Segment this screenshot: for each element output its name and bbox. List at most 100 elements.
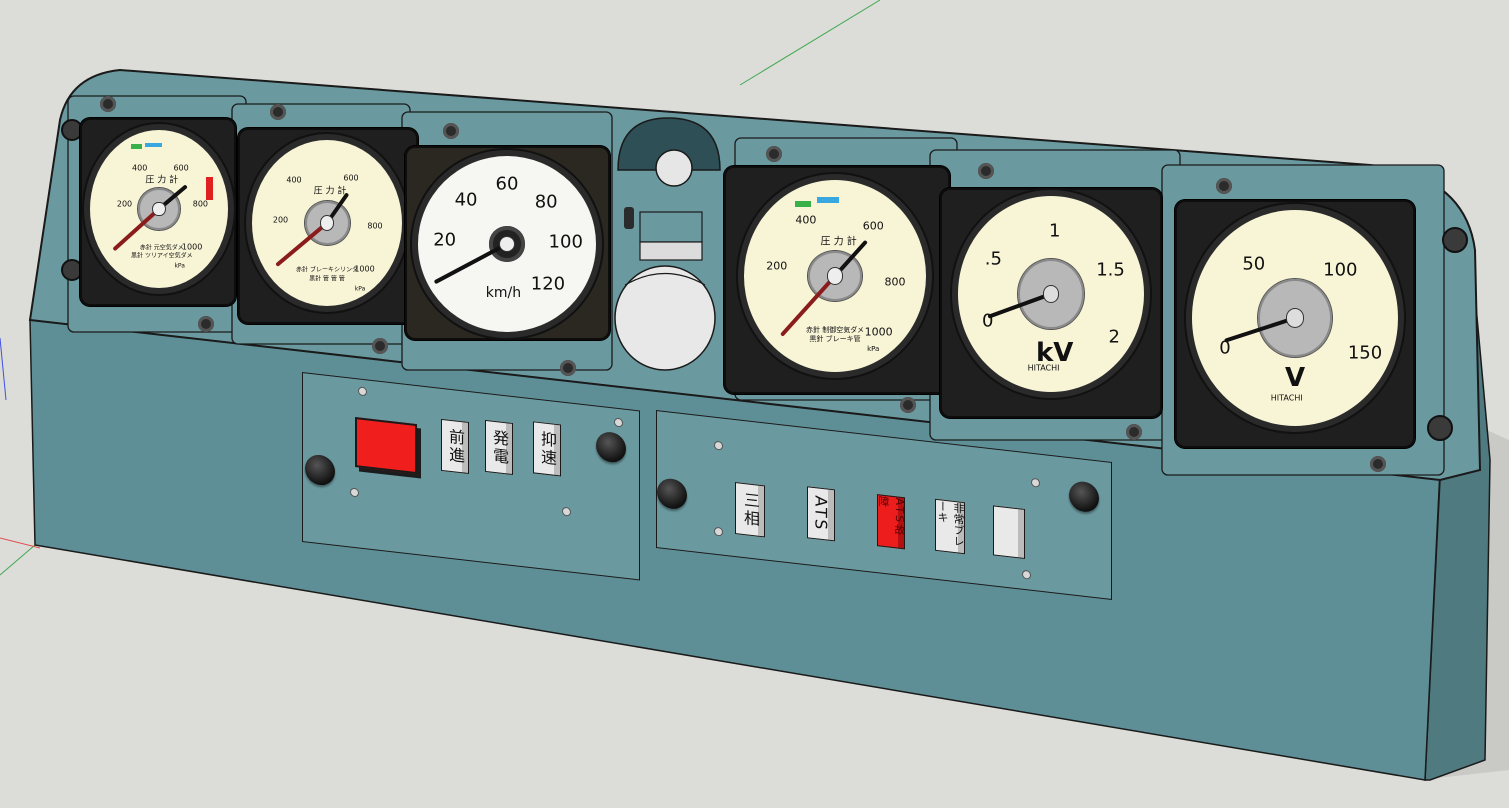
- rivet: [351, 488, 358, 497]
- center-screw: [827, 268, 843, 284]
- scale-label: 200: [116, 199, 133, 209]
- volt-meter: 0 50 100 150 V HITACHI: [1192, 210, 1398, 426]
- panel-screw: [372, 338, 388, 354]
- speed-unit: km/h: [485, 285, 522, 302]
- rivet: [715, 441, 722, 450]
- center-screw: [1286, 309, 1304, 327]
- edge-bolt-left-bottom: [61, 259, 83, 281]
- green-band: [794, 201, 812, 207]
- switch-forward[interactable]: 前進: [441, 418, 469, 475]
- scale-label: 600: [343, 173, 359, 183]
- scale-label: 400: [286, 175, 302, 185]
- scale-label: 80: [534, 191, 558, 213]
- alarm-lamp: [355, 417, 417, 475]
- kv-unit: kV: [1036, 337, 1074, 368]
- hinge-bracket: [639, 211, 703, 243]
- scale-label: 800: [192, 199, 209, 209]
- panel-screw: [1216, 178, 1232, 194]
- gauge-unit: kPa: [174, 262, 185, 270]
- gauge-title: 圧 力 計: [313, 186, 347, 197]
- scale-label: 0: [982, 310, 994, 332]
- switch-hold-speed[interactable]: 抑速: [533, 421, 561, 477]
- center-screw: [153, 202, 165, 216]
- pressure-gauge-1: 200 400 600 800 1000 圧 力 計 赤針 元空気ダメ 黒針 ツ…: [90, 130, 228, 288]
- axis-guide-red: [0, 537, 41, 549]
- switch-emergency-brake[interactable]: 非常ブレーキ: [935, 498, 965, 555]
- gauge-legend-2: 黒針 ツリアイ空気ダメ: [131, 252, 193, 260]
- axis-guide-blue: [0, 337, 7, 401]
- panel-screw: [443, 123, 459, 139]
- pressure-gauge-2: 200 400 600 800 1000 圧 力 計 赤針 ブレーキシリンダ 黒…: [252, 140, 402, 306]
- blue-band: [816, 197, 839, 204]
- scale-label: 1000: [864, 325, 893, 339]
- rivet: [615, 418, 622, 427]
- scale-label: 2: [1108, 326, 1120, 348]
- gauge-legend-1: 赤針 制御空気ダメ: [805, 325, 865, 334]
- rivet: [1032, 478, 1039, 487]
- scale-label: 20: [433, 229, 457, 251]
- scale-label: 100: [548, 231, 583, 253]
- scale-label: 1: [1048, 220, 1061, 242]
- gauge-title: 圧 力 計: [145, 175, 179, 186]
- control-knob-right[interactable]: [1069, 480, 1099, 514]
- axis-guide-green-2: [0, 544, 36, 576]
- cup-holder: [614, 265, 716, 371]
- switch-generate[interactable]: 発電: [485, 419, 513, 476]
- switch-three-phase[interactable]: 三相: [735, 482, 765, 538]
- red-band: [205, 177, 213, 200]
- gauge-legend-1: 赤針 元空気ダメ: [139, 244, 184, 252]
- volt-unit: V: [1284, 363, 1306, 394]
- panel-screw: [766, 146, 782, 162]
- panel-screw: [560, 360, 576, 376]
- scale-label: 1000: [354, 264, 375, 274]
- kilovolt-meter: 0 .5 1 1.5 2 kV HITACHI: [958, 196, 1144, 392]
- center-screw: [499, 236, 515, 252]
- gauge-legend-2: 黒針 管 管 管: [309, 275, 345, 283]
- pressure-gauge-3: 200 400 600 800 1000 圧 力 計 赤針 制御空気ダメ 黒針 …: [744, 180, 926, 372]
- scale-label: 400: [132, 163, 148, 173]
- axis-guide-green: [739, 0, 881, 86]
- scale-label: 40: [454, 189, 478, 211]
- scale-label: .5: [984, 248, 1002, 270]
- control-knob-left[interactable]: [657, 477, 687, 511]
- rivet: [359, 387, 366, 396]
- center-screw: [321, 216, 333, 230]
- indicator-lamp-lens: [655, 149, 693, 187]
- control-knob-left[interactable]: [305, 453, 335, 487]
- switch-ats[interactable]: ATS: [807, 486, 835, 542]
- scale-label: 0: [1219, 337, 1231, 359]
- scale-label: 1.5: [1096, 259, 1125, 281]
- scale-label: 400: [795, 213, 817, 227]
- panel-screw: [978, 163, 994, 179]
- edge-bolt-left-top: [61, 119, 83, 141]
- rivet: [563, 507, 570, 516]
- rivet: [715, 527, 722, 536]
- panel-screw: [1126, 424, 1142, 440]
- panel-screw: [100, 96, 116, 112]
- gauge-unit: kPa: [867, 344, 880, 353]
- scale-label: 800: [884, 275, 906, 289]
- gauge-legend-1: 赤針 ブレーキシリンダ: [296, 266, 358, 274]
- indicator-lamp-hood: [617, 117, 721, 171]
- hinge-plate: [639, 241, 703, 261]
- scale-label: 1000: [181, 242, 203, 252]
- scale-label: 200: [766, 259, 788, 273]
- cup-holder-rim: [624, 272, 706, 286]
- maker-label: HITACHI: [1270, 393, 1303, 403]
- control-knob-right[interactable]: [596, 430, 626, 464]
- scale-label: 120: [530, 273, 566, 295]
- scale-label: 60: [495, 173, 519, 195]
- maker-label: HITACHI: [1027, 363, 1060, 373]
- edge-bolt-top: [1442, 227, 1468, 253]
- scale-label: 50: [1242, 253, 1266, 275]
- blue-band: [145, 142, 162, 148]
- speedometer: 20 40 60 80 100 120 km/h: [418, 156, 596, 332]
- gauge-unit: kPa: [354, 285, 366, 293]
- panel-screw: [270, 104, 286, 120]
- scale-label: 800: [367, 221, 383, 231]
- gauge-legend-2: 黒針 ブレーキ管: [809, 335, 861, 344]
- switch-blank[interactable]: [993, 505, 1025, 560]
- scale-label: 600: [862, 219, 884, 233]
- switch-ats-fault[interactable]: ATS故障: [877, 494, 906, 550]
- scale-label: 600: [173, 163, 189, 173]
